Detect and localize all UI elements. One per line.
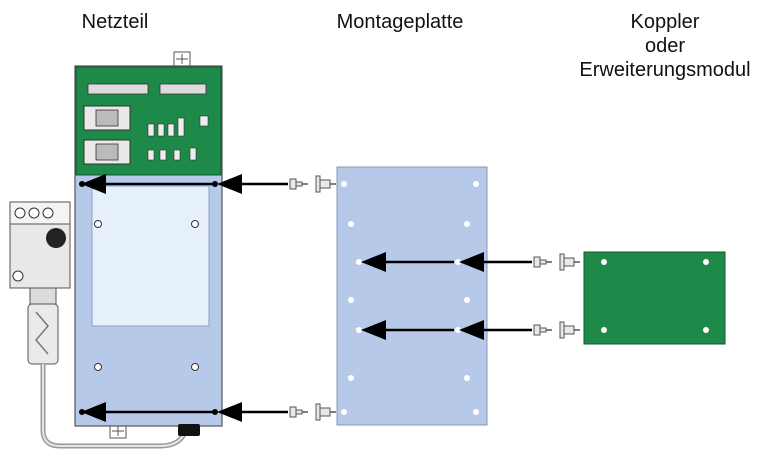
power-supply-unit <box>74 51 223 439</box>
standoff-icon <box>315 403 337 421</box>
screw-icon <box>289 178 309 190</box>
power-supply-window <box>91 185 210 327</box>
screw-icon <box>533 324 553 336</box>
mounting-plate <box>336 166 488 426</box>
cable-connector <box>178 424 200 436</box>
mounting-plate-label: Montageplatte <box>336 11 464 33</box>
screw-icon <box>289 406 309 418</box>
standoff-icon <box>315 175 337 193</box>
power-supply-label: Netzteil <box>81 11 149 33</box>
knob-icon <box>46 228 66 248</box>
standoff-icon <box>559 253 581 271</box>
screw-icon <box>533 256 553 268</box>
coupler-label-line3: Erweiterungsmodul <box>579 59 751 81</box>
coupler-label-line1: Koppler <box>630 11 700 33</box>
coupler-label: Koppler oder Erweiterungsmodul <box>560 10 770 82</box>
circuit-breaker <box>9 201 200 449</box>
coupler-board <box>583 251 726 345</box>
plug <box>29 287 57 305</box>
coupler-label-line2: oder <box>644 35 686 57</box>
standoff-icon <box>559 321 581 339</box>
